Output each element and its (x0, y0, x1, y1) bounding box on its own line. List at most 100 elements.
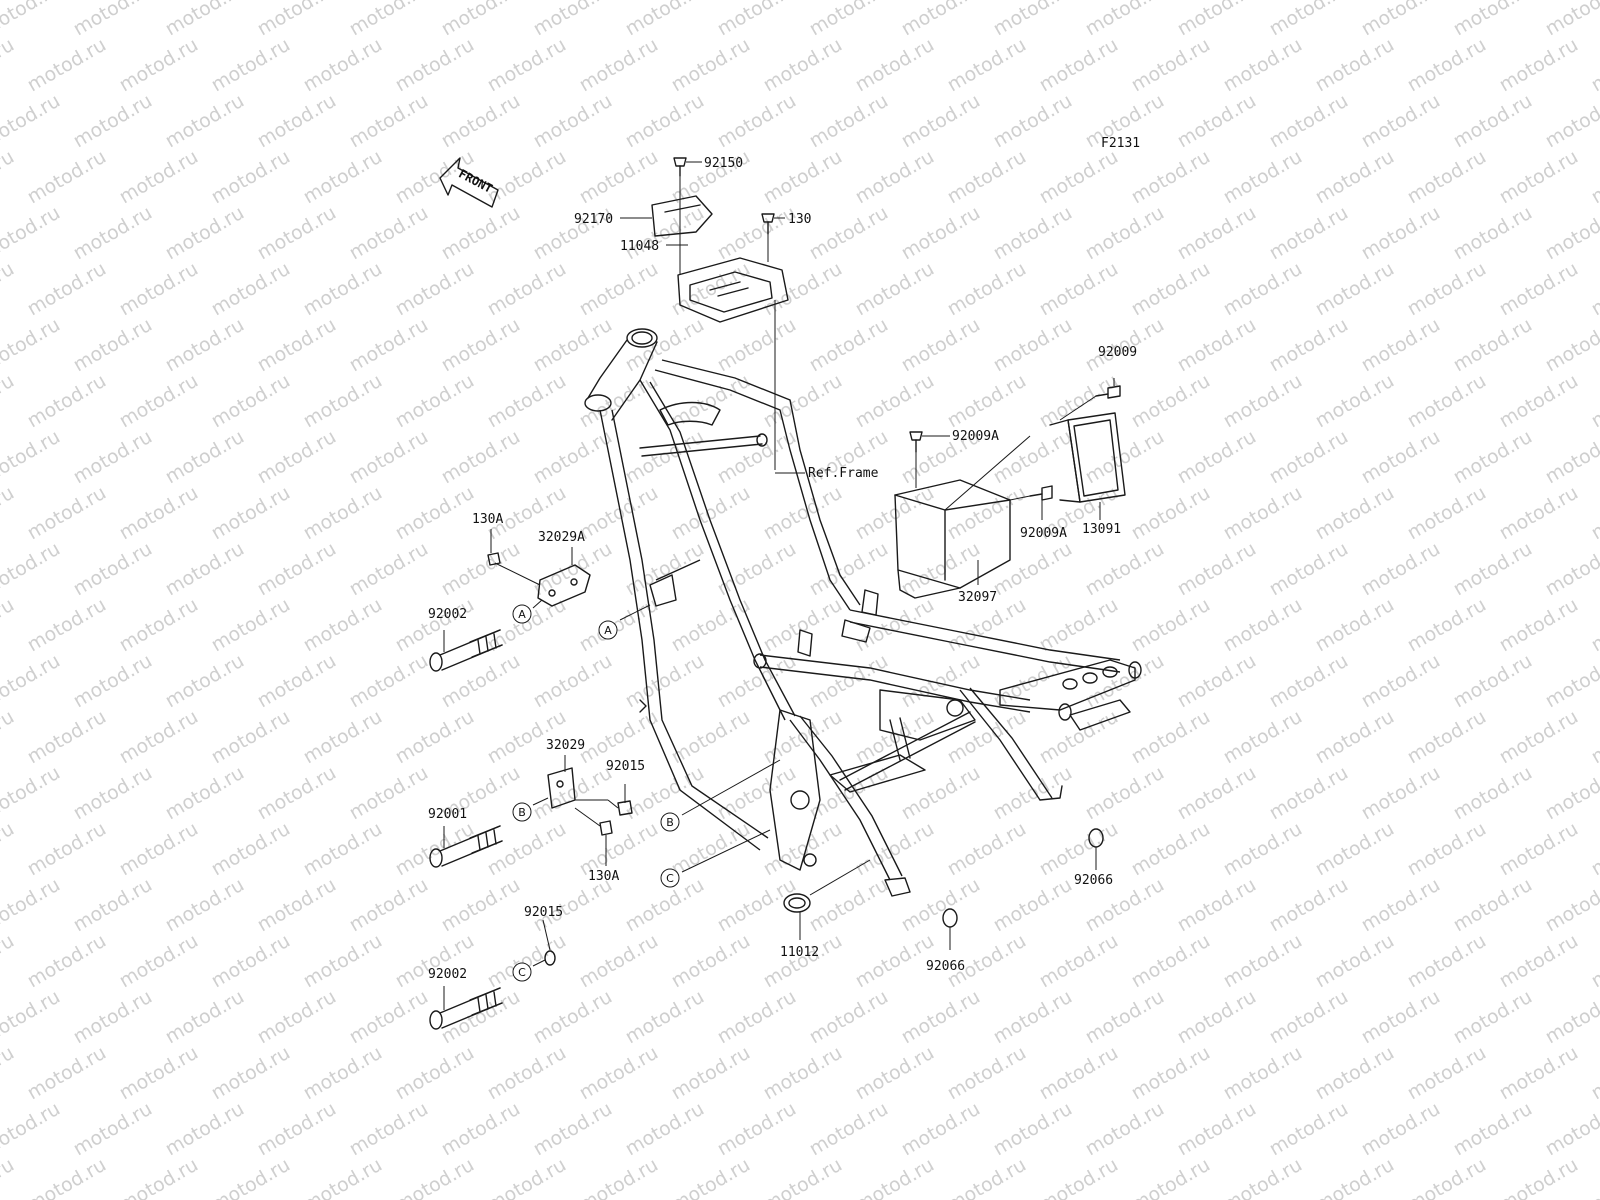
watermark-text: motod.ru (852, 370, 938, 433)
watermark-text: motod.ru (990, 874, 1076, 937)
watermark-text: motod.ru (852, 1042, 938, 1105)
part-label-92009: 92009 (1098, 345, 1137, 360)
watermark-text: motod.ru (1588, 370, 1600, 433)
watermark-text: motod.ru (346, 426, 432, 489)
watermark-text: motod.ru (530, 1098, 616, 1161)
watermark-text: motod.ru (622, 1098, 708, 1161)
watermark-text: motod.ru (944, 146, 1030, 209)
watermark-text: motod.ru (24, 258, 110, 321)
watermark-text: motod.ru (1450, 426, 1536, 489)
watermark-text: motod.ru (1128, 482, 1214, 545)
watermark-text: motod.ru (70, 426, 156, 489)
watermark-text: motod.ru (1312, 370, 1398, 433)
callout-A-left: A (512, 604, 532, 624)
watermark-text: motod.ru (714, 1098, 800, 1161)
watermark-text: motod.ru (1496, 1042, 1582, 1105)
watermark-text: motod.ru (622, 90, 708, 153)
watermark-text: motod.ru (70, 90, 156, 153)
watermark-text: motod.ru (254, 762, 340, 825)
watermark-text: motod.ru (0, 930, 18, 993)
watermark-text: motod.ru (576, 1042, 662, 1105)
watermark-text: motod.ru (1404, 930, 1490, 993)
watermark-text: motod.ru (254, 426, 340, 489)
watermark-text: motod.ru (392, 370, 478, 433)
watermark-text: motod.ru (1266, 314, 1352, 377)
watermark-text: motod.ru (1404, 594, 1490, 657)
watermark-text: motod.ru (806, 874, 892, 937)
watermark-text: motod.ru (714, 762, 800, 825)
part-label-32097: 32097 (958, 590, 997, 605)
watermark-text: motod.ru (116, 594, 202, 657)
watermark-text: motod.ru (1174, 202, 1260, 265)
watermark-text: motod.ru (622, 314, 708, 377)
watermark-text: motod.ru (300, 706, 386, 769)
part-label-92009A-bottom: 92009A (1020, 526, 1067, 541)
watermark-text: motod.ru (1450, 0, 1536, 40)
watermark-text: motod.ru (990, 202, 1076, 265)
watermark-text: motod.ru (990, 986, 1076, 1049)
watermark-text: motod.ru (1220, 370, 1306, 433)
watermark-text: motod.ru (1542, 1098, 1600, 1161)
part-label-92001: 92001 (428, 807, 467, 822)
watermark-text: motod.ru (1082, 538, 1168, 601)
watermark-text: motod.ru (24, 34, 110, 97)
watermark-text: motod.ru (944, 370, 1030, 433)
watermark-text: motod.ru (484, 1154, 570, 1200)
watermark-text: motod.ru (1404, 1154, 1490, 1200)
front-label: FRONT (456, 166, 494, 195)
watermark-text: motod.ru (1358, 90, 1444, 153)
watermark-text: motod.ru (806, 90, 892, 153)
watermark-text: motod.ru (300, 34, 386, 97)
watermark-text: motod.ru (760, 594, 846, 657)
watermark-text: motod.ru (1128, 258, 1214, 321)
watermark-text: motod.ru (1312, 930, 1398, 993)
watermark-text: motod.ru (116, 34, 202, 97)
watermark-text: motod.ru (24, 370, 110, 433)
watermark-text: motod.ru (1358, 0, 1444, 40)
watermark-text: motod.ru (1450, 314, 1536, 377)
watermark-text: motod.ru (1496, 818, 1582, 881)
watermark-text: motod.ru (1174, 426, 1260, 489)
watermark-text: motod.ru (1174, 538, 1260, 601)
watermark-text: motod.ru (208, 1042, 294, 1105)
watermark-text: motod.ru (70, 314, 156, 377)
watermark-text: motod.ru (668, 370, 754, 433)
watermark-text: motod.ru (1358, 1098, 1444, 1161)
watermark-text: motod.ru (300, 818, 386, 881)
watermark-text: motod.ru (898, 874, 984, 937)
watermark-text: motod.ru (1450, 874, 1536, 937)
part-label-130A-top: 130A (472, 512, 503, 527)
watermark-text: motod.ru (1128, 34, 1214, 97)
watermark-text: motod.ru (0, 146, 18, 209)
watermark-text: motod.ru (1036, 818, 1122, 881)
watermark-text: motod.ru (760, 930, 846, 993)
watermark-text: motod.ru (0, 986, 64, 1049)
callout-C-left: C (512, 962, 532, 982)
watermark-text: motod.ru (162, 426, 248, 489)
watermark-text: motod.ru (1128, 370, 1214, 433)
watermark-text: motod.ru (346, 0, 432, 40)
watermark-text: motod.ru (1542, 202, 1600, 265)
part-label-130A-bottom: 130A (588, 869, 619, 884)
watermark-text: motod.ru (1358, 874, 1444, 937)
watermark-text: motod.ru (576, 482, 662, 545)
watermark-text: motod.ru (208, 818, 294, 881)
cap-11012 (783, 893, 811, 913)
watermark-text: motod.ru (576, 34, 662, 97)
watermark-text: motod.ru (1588, 1042, 1600, 1105)
watermark-text: motod.ru (1174, 874, 1260, 937)
watermark-text: motod.ru (1450, 650, 1536, 713)
watermark-text: motod.ru (24, 482, 110, 545)
watermark-text: motod.ru (1496, 258, 1582, 321)
watermark-text: motod.ru (898, 1098, 984, 1161)
callout-A-frame-label: A (604, 624, 612, 637)
watermark-text: motod.ru (1174, 0, 1260, 40)
part-label-130: 130 (788, 212, 811, 227)
watermark-text: motod.ru (1128, 930, 1214, 993)
part-label-11048: 11048 (620, 239, 659, 254)
watermark-text: motod.ru (300, 258, 386, 321)
watermark-text: motod.ru (70, 1098, 156, 1161)
watermark-text: motod.ru (990, 314, 1076, 377)
